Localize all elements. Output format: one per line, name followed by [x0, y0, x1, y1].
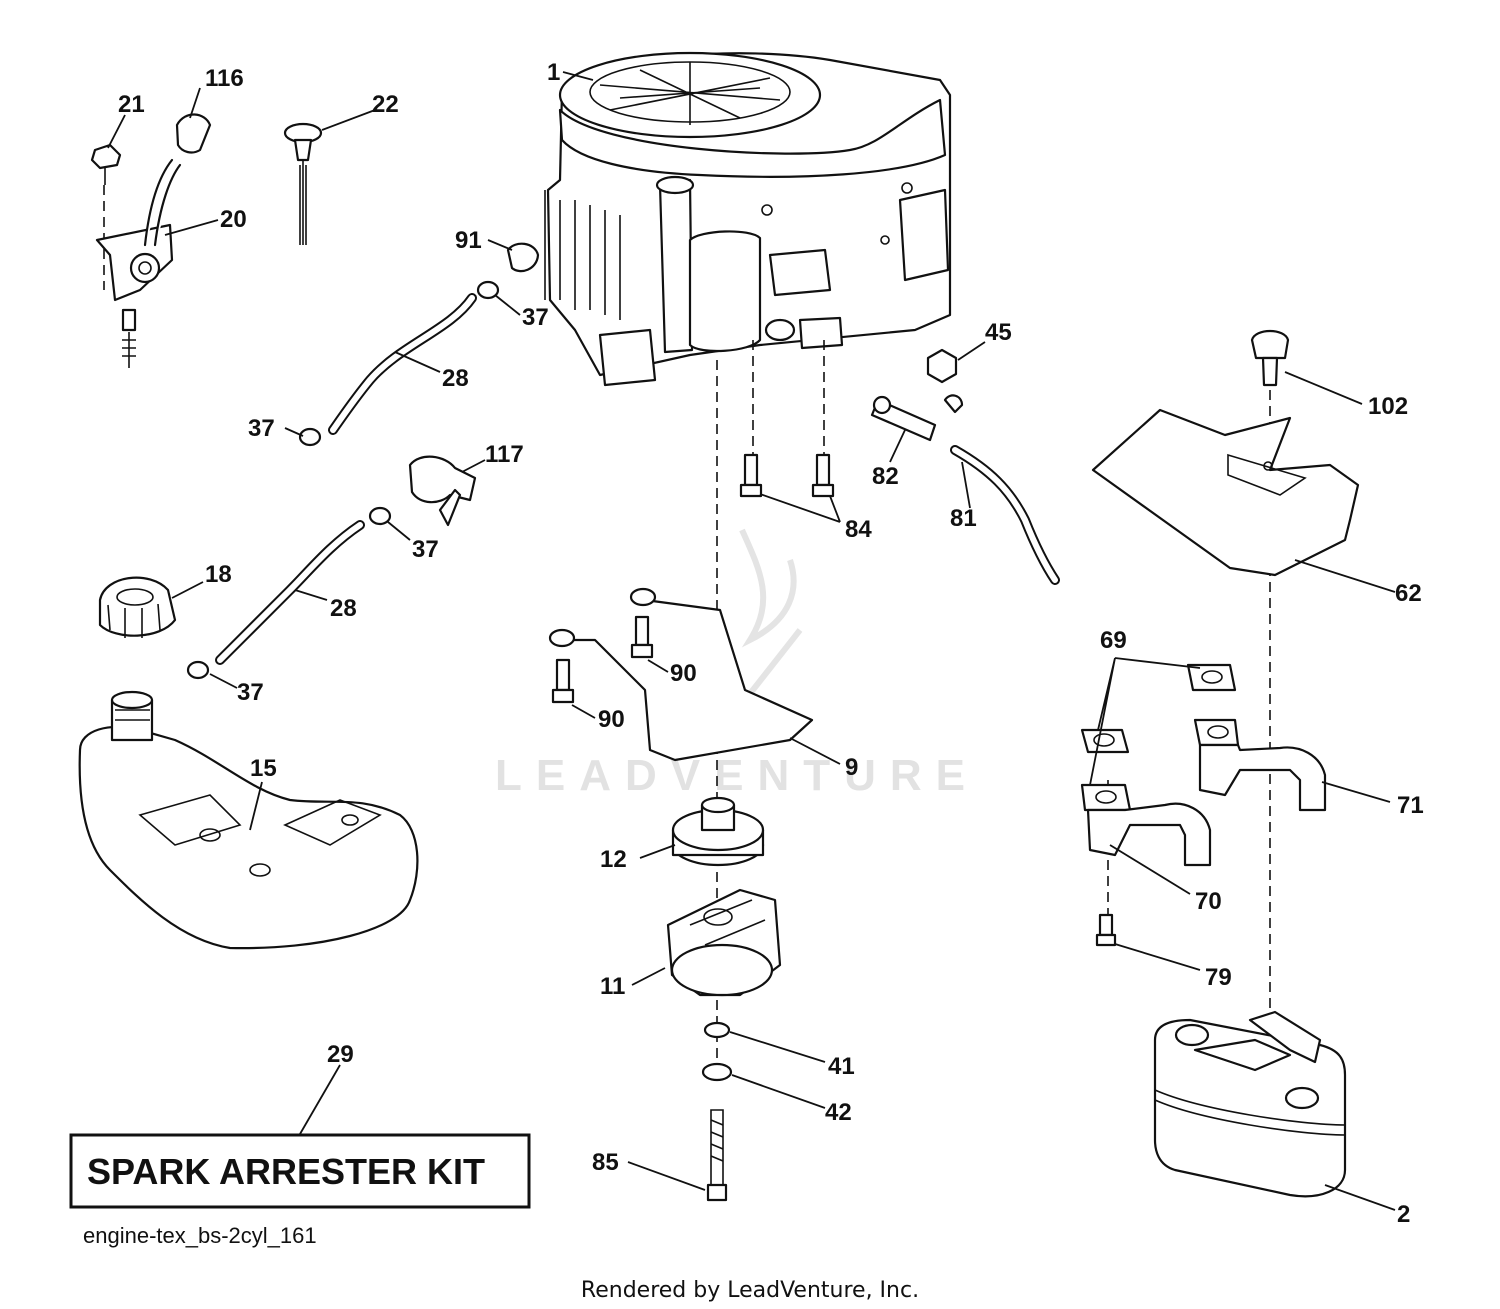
part-bolts-84 [739, 453, 835, 498]
part-idler-pulley [671, 796, 765, 867]
callout-71: 71 [1397, 792, 1424, 819]
callout-42: 42 [825, 1099, 852, 1126]
footer-credit: Rendered by LeadVenture, Inc. [581, 1278, 919, 1303]
part-fuel-hose-upper [298, 242, 540, 447]
callout-84: 84 [845, 516, 872, 543]
callout-90-a: 90 [670, 660, 697, 687]
leader-lines [107, 71, 1396, 1211]
callout-62: 62 [1395, 580, 1422, 607]
part-throttle-control [90, 113, 212, 368]
callout-2: 2 [1397, 1201, 1410, 1228]
kit-label: SPARK ARRESTER KIT [87, 1151, 485, 1192]
callout-37-c: 37 [412, 536, 439, 563]
callout-21: 21 [118, 91, 145, 118]
callout-9: 9 [845, 754, 858, 781]
callout-45: 45 [985, 319, 1012, 346]
callout-37-a: 37 [522, 304, 549, 331]
part-clutch [666, 888, 782, 997]
callout-116: 116 [205, 65, 244, 92]
callout-117: 117 [485, 441, 524, 468]
drawing-code: engine-tex_bs-2cyl_161 [83, 1223, 317, 1248]
part-heat-shield [1091, 329, 1360, 577]
callout-90-b: 90 [598, 706, 625, 733]
callout-37-d: 37 [237, 679, 264, 706]
callout-37-b: 37 [248, 415, 275, 442]
part-belt-guide [548, 587, 814, 762]
callout-85: 85 [592, 1149, 619, 1176]
watermark-text: LEADVENTURE [495, 751, 979, 800]
callout-1: 1 [547, 59, 560, 86]
callout-28-b: 28 [330, 595, 357, 622]
callout-102: 102 [1368, 393, 1408, 420]
callout-91: 91 [455, 227, 482, 254]
callout-15: 15 [250, 755, 277, 782]
callout-82: 82 [872, 463, 899, 490]
part-washers-bolt [701, 1021, 733, 1202]
callout-29: 29 [327, 1041, 354, 1068]
callout-11: 11 [600, 973, 625, 1000]
callout-12: 12 [600, 846, 627, 873]
callout-79: 79 [1205, 964, 1232, 991]
part-engine [544, 51, 952, 387]
part-fuel-hose-lower [186, 455, 477, 680]
callout-70: 70 [1195, 888, 1222, 915]
callout-81: 81 [950, 505, 977, 532]
callout-20: 20 [220, 206, 247, 233]
part-fuel-line [870, 394, 1060, 585]
callout-18: 18 [205, 561, 232, 588]
callouts: 1 116 21 22 20 91 37 28 37 45 102 117 82… [118, 59, 1424, 1228]
callout-22: 22 [372, 91, 399, 118]
part-muffler [1153, 1010, 1347, 1198]
callout-41: 41 [828, 1053, 855, 1080]
part-exhaust-pipes [1080, 663, 1327, 947]
part-dipstick [283, 122, 323, 245]
callout-28-a: 28 [442, 365, 469, 392]
part-nut-45 [926, 348, 958, 384]
callout-69: 69 [1100, 627, 1127, 654]
part-fuel-tank [78, 690, 419, 950]
part-fuel-cap [98, 576, 177, 638]
spark-arrester-kit-box: SPARK ARRESTER KIT [69, 1133, 531, 1209]
